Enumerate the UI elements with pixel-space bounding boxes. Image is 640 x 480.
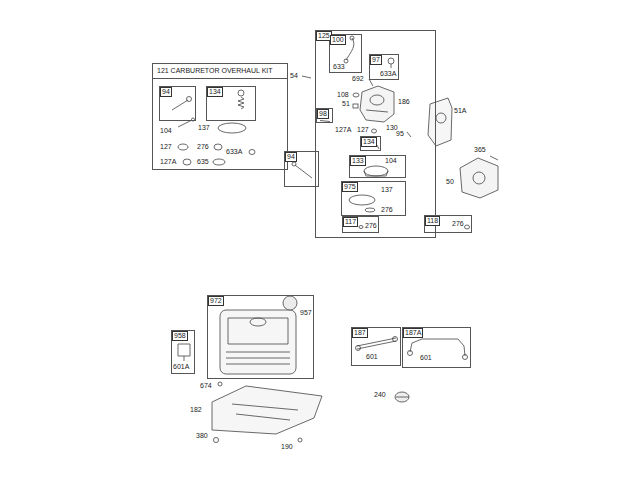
- parts-box: 97 633A: [369, 54, 399, 80]
- kit-parts: [172, 90, 255, 165]
- assembly-number: 97: [370, 55, 382, 65]
- callout-number: 108: [337, 91, 349, 99]
- parts-box: 118 276: [424, 215, 472, 233]
- parts-box: 134: [360, 136, 381, 151]
- parts-box: 94: [284, 151, 319, 187]
- assembly-number: 134: [361, 137, 377, 147]
- assembly-number: 134: [207, 87, 223, 97]
- callout-number: 137: [198, 124, 210, 132]
- callout-number: 601: [420, 354, 432, 362]
- callout-number: 276: [365, 222, 377, 230]
- callout-number: 127: [160, 143, 172, 151]
- callout-number: 276: [452, 220, 464, 228]
- parts-box: 187 601: [351, 327, 401, 366]
- callout-number: 130: [386, 124, 398, 132]
- callout-number: 127: [357, 126, 369, 134]
- parts-box: 972 957: [207, 295, 314, 379]
- callout-number: 674: [200, 382, 212, 390]
- assembly-number: 133: [350, 156, 366, 166]
- callout-number: 50: [446, 178, 454, 186]
- assembly-number: 958: [172, 331, 188, 341]
- kit-title: 121 CARBURETOR OVERHAUL KIT: [153, 64, 287, 79]
- callout-number: 54: [290, 72, 298, 80]
- parts-box: 958 601A: [171, 330, 195, 374]
- parts-box: 121 CARBURETOR OVERHAUL KIT 104 137 127 276 6…: [152, 63, 288, 170]
- callout-number: 137: [381, 186, 393, 194]
- callout-number: 240: [374, 391, 386, 399]
- carburetor-parts: [292, 36, 498, 229]
- parts-box: 117 276: [342, 216, 379, 233]
- assembly-number: 187: [352, 328, 368, 338]
- parts-box: 100 633: [329, 34, 362, 73]
- callout-number: 635: [197, 158, 209, 166]
- parts-box: 94: [159, 86, 196, 121]
- callout-number: 276: [197, 143, 209, 151]
- assembly-number: 100: [330, 35, 346, 45]
- callout-number: 633: [333, 63, 345, 71]
- assembly-number: 972: [208, 296, 224, 306]
- callout-number: 692: [352, 75, 364, 83]
- callout-number: 51: [342, 100, 350, 108]
- parts-box: 12569210851186127A1271309510063397633A98…: [315, 30, 436, 238]
- fuel-parts: [178, 296, 468, 443]
- parts-box: 134: [206, 86, 256, 121]
- callout-number: 276: [381, 206, 393, 214]
- callout-number: 633A: [226, 148, 242, 156]
- callout-number: 104: [160, 127, 172, 135]
- callout-number: 95: [396, 130, 404, 138]
- callout-number: 182: [190, 406, 202, 414]
- callout-number: 104: [385, 157, 397, 165]
- callout-number: 957: [300, 309, 312, 317]
- assembly-number: 98: [317, 109, 329, 119]
- callout-number: 190: [281, 443, 293, 451]
- callout-number: 127A: [160, 158, 176, 166]
- parts-box: 975 137 276: [341, 181, 406, 216]
- callout-number: 380: [196, 432, 208, 440]
- assembly-number: 94: [160, 87, 172, 97]
- assembly-number: 187A: [403, 328, 423, 338]
- assembly-number: 118: [425, 216, 440, 226]
- assembly-number: 94: [285, 152, 297, 162]
- callout-number: 127A: [335, 126, 351, 134]
- callout-number: 601: [366, 353, 378, 361]
- parts-box: 98: [316, 108, 333, 123]
- assembly-number: 975: [342, 182, 358, 192]
- assembly-number: 117: [343, 217, 358, 227]
- parts-box: 133 104: [349, 155, 406, 178]
- parts-box: 187A 601: [402, 327, 471, 368]
- callout-number: 365: [474, 146, 486, 154]
- callout-number: 186: [398, 98, 410, 106]
- callout-number: 51A: [454, 107, 466, 115]
- callout-number: 601A: [173, 363, 189, 371]
- callout-number: 633A: [380, 70, 396, 78]
